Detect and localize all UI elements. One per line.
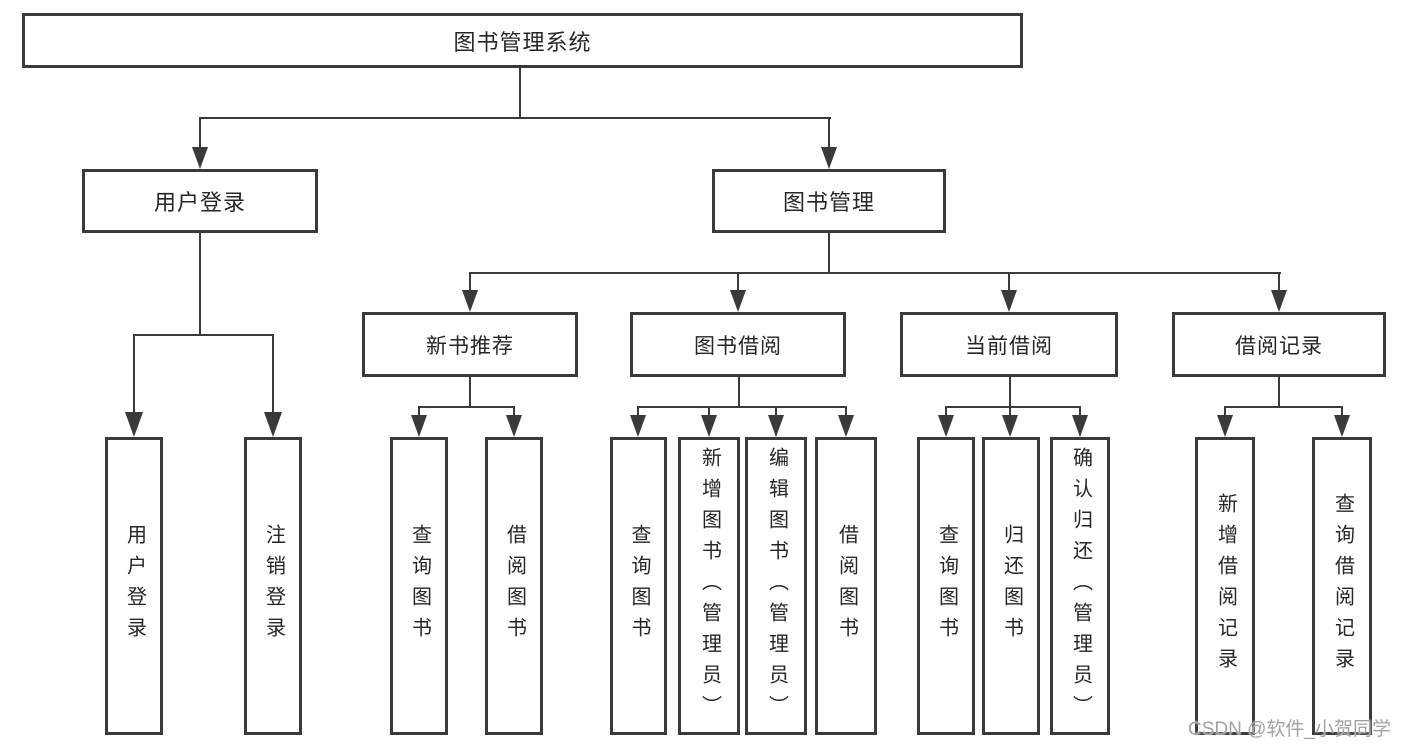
node-leaf-current-confirm-return-admin: 确认归还（管理员） [1050,437,1110,735]
node-current-borrow: 当前借阅 [900,312,1118,377]
connector-current-borrow-rail [945,406,1081,408]
arrow-down-icon [1002,415,1018,437]
connector-to-borrow-record [1278,272,1280,293]
arrow-down-icon [1334,415,1350,437]
connector-stub [418,406,420,418]
connector-to-leaf-logout [272,334,274,414]
connector-recommend-drop [469,377,471,407]
connector-to-book-manage [828,117,830,150]
arrow-down-icon [1072,415,1088,437]
connector-borrow-record-drop [1278,377,1280,407]
arrow-down-icon [1271,290,1287,312]
connector-stub [775,406,777,418]
connector-user-login-drop [199,233,201,335]
connector-stub [1224,406,1226,418]
arrow-down-icon [125,412,143,437]
connector-stub [637,406,639,418]
node-leaf-borrow-add-book-admin: 新增图书（管理员） [678,437,740,735]
node-leaf-record-add-record: 新增借阅记录 [1195,437,1255,735]
node-root: 图书管理系统 [22,13,1023,68]
connector-stub [513,406,515,418]
connector-recommend-rail [418,406,515,408]
node-leaf-user-login: 用户登录 [105,437,163,735]
arrow-down-icon [462,290,478,312]
node-book-borrow: 图书借阅 [630,312,846,377]
connector-stub [1341,406,1343,418]
connector-to-user-login [199,117,201,150]
arrow-down-icon [411,415,427,437]
connector-borrow-record-rail [1224,406,1343,408]
node-leaf-recommend-query-book: 查询图书 [390,437,448,735]
node-leaf-current-return-book: 归还图书 [982,437,1040,735]
node-borrow-record: 借阅记录 [1172,312,1386,377]
connector-book-manage-rail [469,272,1281,274]
connector-to-leaf-user-login [133,334,135,414]
arrow-down-icon [1217,415,1233,437]
arrow-down-icon [630,415,646,437]
arrow-down-icon [730,290,746,312]
arrow-down-icon [821,147,837,169]
arrow-down-icon [264,412,282,437]
connector-root-drop [519,68,521,118]
node-leaf-record-query-record: 查询借阅记录 [1312,437,1372,735]
connector-stub [708,406,710,418]
arrow-down-icon [768,415,784,437]
connector-stub [1079,406,1081,418]
connector-book-manage-drop [828,233,830,273]
arrow-down-icon [938,415,954,437]
watermark: CSDN @软件_小贺同学 [1188,719,1391,740]
arrow-down-icon [1001,290,1017,312]
connector-book-borrow-rail [637,406,847,408]
node-new-book-recommend: 新书推荐 [362,312,578,377]
node-book-manage: 图书管理 [712,169,946,233]
connector-to-new-book-recommend [469,272,471,293]
node-leaf-borrow-borrow-book: 借阅图书 [815,437,877,735]
arrow-down-icon [838,415,854,437]
connector-root-rail [199,117,831,119]
node-leaf-borrow-edit-book-admin: 编辑图书（管理员） [745,437,807,735]
node-leaf-current-query-book: 查询图书 [917,437,975,735]
node-leaf-borrow-query-book: 查询图书 [610,437,667,735]
node-user-login: 用户登录 [82,169,318,233]
connector-stub [845,406,847,418]
connector-user-login-rail [133,334,274,336]
connector-to-current-borrow [1008,272,1010,293]
arrow-down-icon [506,415,522,437]
connector-current-borrow-drop [1009,377,1011,407]
connector-stub [945,406,947,418]
node-leaf-logout-login: 注销登录 [244,437,302,735]
node-leaf-recommend-borrow-book: 借阅图书 [485,437,543,735]
connector-stub [1009,406,1011,418]
arrow-down-icon [192,147,208,169]
connector-book-borrow-drop [738,377,740,407]
arrow-down-icon [701,415,717,437]
connector-to-book-borrow [737,272,739,293]
